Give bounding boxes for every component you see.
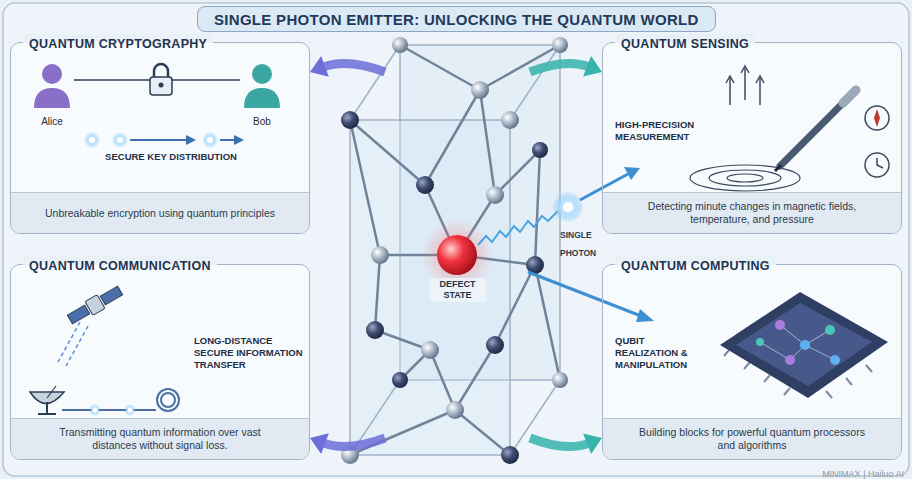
defect-node: DEFECT STATE (385, 45, 530, 460)
description-band: Unbreakable encryption using quantum pri… (11, 192, 309, 233)
watermark: MINIMAX | Hailuo AI (822, 469, 904, 479)
description-band: Detecting minute changes in magnetic fie… (603, 192, 901, 233)
title-banner: SINGLE PHOTON EMITTER: UNLOCKING THE QUA… (197, 6, 716, 32)
application-panel: QUANTUM SENSINGHIGH-PRECISION MEASUREMEN… (602, 42, 902, 234)
heading-holder: QUANTUM CRYPTOGRAPHY (23, 34, 213, 52)
crypto-icons (34, 64, 280, 148)
feature-holder: HIGH-PRECISION MEASUREMENT (615, 119, 715, 143)
defect-sphere (437, 235, 477, 275)
crystal-lattice (341, 37, 568, 464)
flow-arrow-body (530, 438, 589, 447)
panel-heading: QUANTUM SENSING (621, 37, 749, 51)
description-band: Transmitting quantum information over va… (11, 418, 309, 459)
arrow-head (310, 56, 329, 77)
heading-holder: QUANTUM COMPUTING (615, 256, 776, 274)
heading-holder: QUANTUM SENSING (615, 34, 755, 52)
feature-label: SECURE KEY DISTRIBUTION (103, 151, 239, 163)
title-text: SINGLE PHOTON EMITTER: UNLOCKING THE QUA… (214, 11, 699, 28)
feature-label: LONG-DISTANCE SECURE INFORMATION TRANSFE… (194, 335, 304, 371)
description-text: Detecting minute changes in magnetic fie… (632, 200, 872, 226)
feature-label: QUBIT REALIZATION & MANIPULATION (615, 335, 707, 371)
description-text: Unbreakable encryption using quantum pri… (45, 207, 275, 220)
heading-holder: QUANTUM COMMUNICATION (23, 256, 217, 274)
label-holder: DEFECT STATE (385, 278, 530, 302)
person-label: Alice (41, 116, 63, 127)
panel-grounds (10, 42, 902, 460)
flow-arrow (530, 434, 602, 455)
feature-holder: LONG-DISTANCE SECURE INFORMATION TRANSFE… (194, 335, 304, 371)
flow-arrow (530, 56, 602, 77)
feature-holder: QUBIT REALIZATION & MANIPULATION (615, 335, 707, 371)
description-text: Building blocks for powerful quantum pro… (632, 426, 872, 452)
label-holder: MINIMAX | Hailuo AI (780, 463, 904, 479)
label-holder: Bob (244, 111, 280, 129)
feature-label: HIGH-PRECISION MEASUREMENT (615, 119, 715, 143)
panel-heading: QUANTUM COMMUNICATION (29, 259, 211, 273)
arrow-head (310, 433, 329, 454)
arrow-head (583, 434, 602, 455)
description-text: Transmitting quantum information over va… (40, 426, 280, 452)
description-band: Building blocks for powerful quantum pro… (603, 418, 901, 459)
label-holder: Alice (34, 111, 70, 129)
photon-emission (478, 167, 654, 322)
label-holder: SINGLE PHOTON (560, 224, 616, 260)
flow-arrow-body (530, 63, 589, 72)
application-panel: QUANTUM COMMUNICATIONLONG-DISTANCE SECUR… (10, 264, 310, 460)
quantum-chip (720, 292, 888, 398)
outer-frame (3, 3, 909, 476)
flow-arrow-body (323, 64, 385, 72)
panel-heading: QUANTUM CRYPTOGRAPHY (29, 37, 207, 51)
flow-arrow (310, 433, 385, 454)
photon-label: SINGLE PHOTON (560, 230, 596, 258)
communication-icons (30, 284, 179, 416)
feature-holder: SECURE KEY DISTRIBUTION (103, 151, 239, 163)
sensing-icons (690, 66, 889, 191)
flow-arrow (310, 56, 385, 77)
defect-label: DEFECT STATE (430, 278, 486, 302)
flow-arrow-body (323, 438, 385, 446)
application-panel: QUANTUM COMPUTINGQUBIT REALIZATION & MAN… (602, 264, 902, 460)
person-label: Bob (253, 116, 271, 127)
application-panel: QUANTUM CRYPTOGRAPHYSECURE KEY DISTRIBUT… (10, 42, 310, 234)
panel-heading: QUANTUM COMPUTING (621, 259, 770, 273)
arrow-head (583, 56, 602, 77)
